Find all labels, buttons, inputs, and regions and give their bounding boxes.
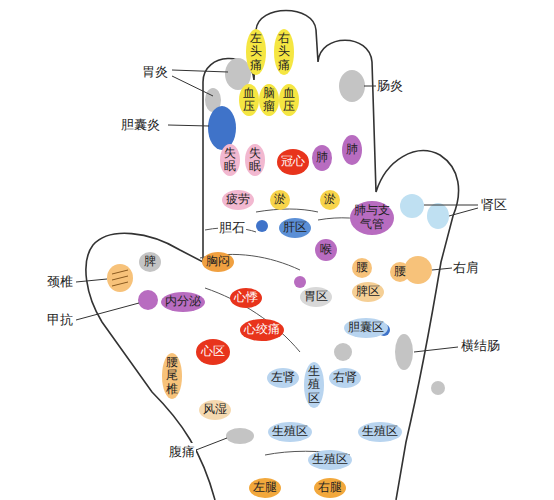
zone-label: 腰尾椎	[166, 356, 178, 396]
reflex-zone: 右腿	[314, 478, 346, 498]
reflex-zone: 心绞痛	[240, 319, 284, 341]
zone-label: 失眠	[224, 147, 236, 173]
reflex-zone: 右肾	[329, 368, 361, 388]
reflex-zone: 生殖区	[304, 362, 324, 408]
zone-label: 胃区	[304, 290, 328, 304]
reflex-zone: 胆囊区	[344, 318, 388, 338]
zone-label: 血压	[243, 87, 255, 113]
callout-label: 甲抗	[46, 311, 74, 329]
callout-label: 腹痛	[168, 443, 196, 461]
reflex-zone: 肺与支气管	[350, 201, 394, 235]
reflex-zone: 血压	[239, 84, 259, 116]
reflex-zone: 肺	[342, 135, 362, 165]
zone-label: 淤	[274, 193, 286, 207]
unlabelled-zones	[107, 58, 449, 444]
zone-label: 血压	[283, 87, 295, 113]
zone-label: 肝区	[283, 221, 307, 235]
zone-label: 腰	[356, 261, 368, 275]
reflex-zone: 淤	[320, 190, 340, 210]
zone-label: 淤	[324, 193, 336, 207]
zone-label: 心区	[201, 345, 225, 359]
zone-label: 肺	[316, 151, 328, 165]
callout-label: 胆囊炎	[120, 116, 161, 134]
zone-label: 脾区	[356, 285, 380, 299]
reflex-zone: 疲劳	[222, 190, 254, 210]
zone-label: 胆囊区	[348, 321, 384, 335]
callout-label: 颈椎	[46, 273, 74, 291]
reflex-zone: 腰	[390, 262, 410, 282]
reflex-zone: 生殖区	[308, 450, 352, 470]
reflex-zone: 左肾	[267, 368, 299, 388]
zone-label: 脑瘤	[263, 87, 275, 113]
callout-label: 肾区	[480, 196, 508, 214]
reflex-zone: 右头痛	[274, 29, 294, 75]
callout-label: 肠炎	[376, 77, 404, 95]
callout-label: 右肩	[452, 259, 480, 277]
reflex-zone: 胸闷	[202, 252, 234, 272]
zone-label: 左头痛	[250, 32, 262, 72]
leader-lines	[76, 70, 478, 450]
reflex-zone: 风湿	[199, 400, 231, 420]
zone-label: 左肾	[271, 371, 295, 385]
zone-label: 腰	[394, 265, 406, 279]
zone-label: 右腿	[318, 481, 342, 495]
reflex-zone: 冠心	[277, 149, 309, 175]
callout-label: 横结肠	[460, 337, 501, 355]
reflex-zone: 脾	[139, 252, 161, 272]
zone-label: 疲劳	[226, 193, 250, 207]
zone-label: 生殖区	[312, 453, 348, 467]
zone-label: 右头痛	[278, 32, 290, 72]
reflex-zone: 失眠	[220, 144, 240, 176]
zone-label: 生殖区	[308, 365, 320, 405]
reflex-zone: 左腿	[249, 478, 281, 498]
callout-label: 胃炎	[141, 63, 169, 81]
zone-label: 生殖区	[272, 425, 308, 439]
reflex-zone: 生殖区	[268, 422, 312, 442]
reflex-zone: 脾区	[352, 282, 384, 302]
zone-label: 冠心	[281, 155, 305, 169]
reflex-zone: 淤	[270, 190, 290, 210]
reflex-zone: 左头痛	[246, 29, 266, 75]
zone-label: 左腿	[253, 481, 277, 495]
zone-label: 右肾	[333, 371, 357, 385]
reflex-zone: 心悸	[230, 288, 262, 308]
reflex-zone: 脑瘤	[259, 84, 279, 116]
zone-label: 肺	[346, 143, 358, 157]
reflex-zone: 肝区	[279, 218, 311, 238]
zone-label: 肺与支气管	[354, 204, 390, 232]
zone-label: 脾	[144, 255, 156, 269]
reflex-zone: 内分泌	[161, 292, 205, 312]
reflex-zone: 失眠	[245, 144, 265, 176]
zone-label: 内分泌	[165, 295, 201, 309]
zone-label: 心绞痛	[244, 323, 280, 337]
reflex-zone: 血压	[279, 84, 299, 116]
zone-label: 生殖区	[362, 425, 398, 439]
zone-label: 心悸	[234, 291, 258, 305]
hand-outline	[86, 11, 459, 500]
callout-label: 胆石	[218, 219, 246, 237]
reflex-zone: 腰	[352, 258, 372, 278]
zone-label: 喉	[320, 243, 332, 257]
reflex-zone: 腰尾椎	[162, 353, 182, 399]
reflex-zone: 喉	[315, 239, 337, 261]
zone-label: 风湿	[203, 403, 227, 417]
reflex-zone: 胃区	[300, 287, 332, 307]
reflex-zone: 心区	[196, 339, 230, 365]
reflex-zone: 肺	[312, 145, 332, 171]
reflex-zone: 生殖区	[358, 422, 402, 442]
zone-label: 失眠	[249, 147, 261, 173]
zone-label: 胸闷	[206, 255, 230, 269]
